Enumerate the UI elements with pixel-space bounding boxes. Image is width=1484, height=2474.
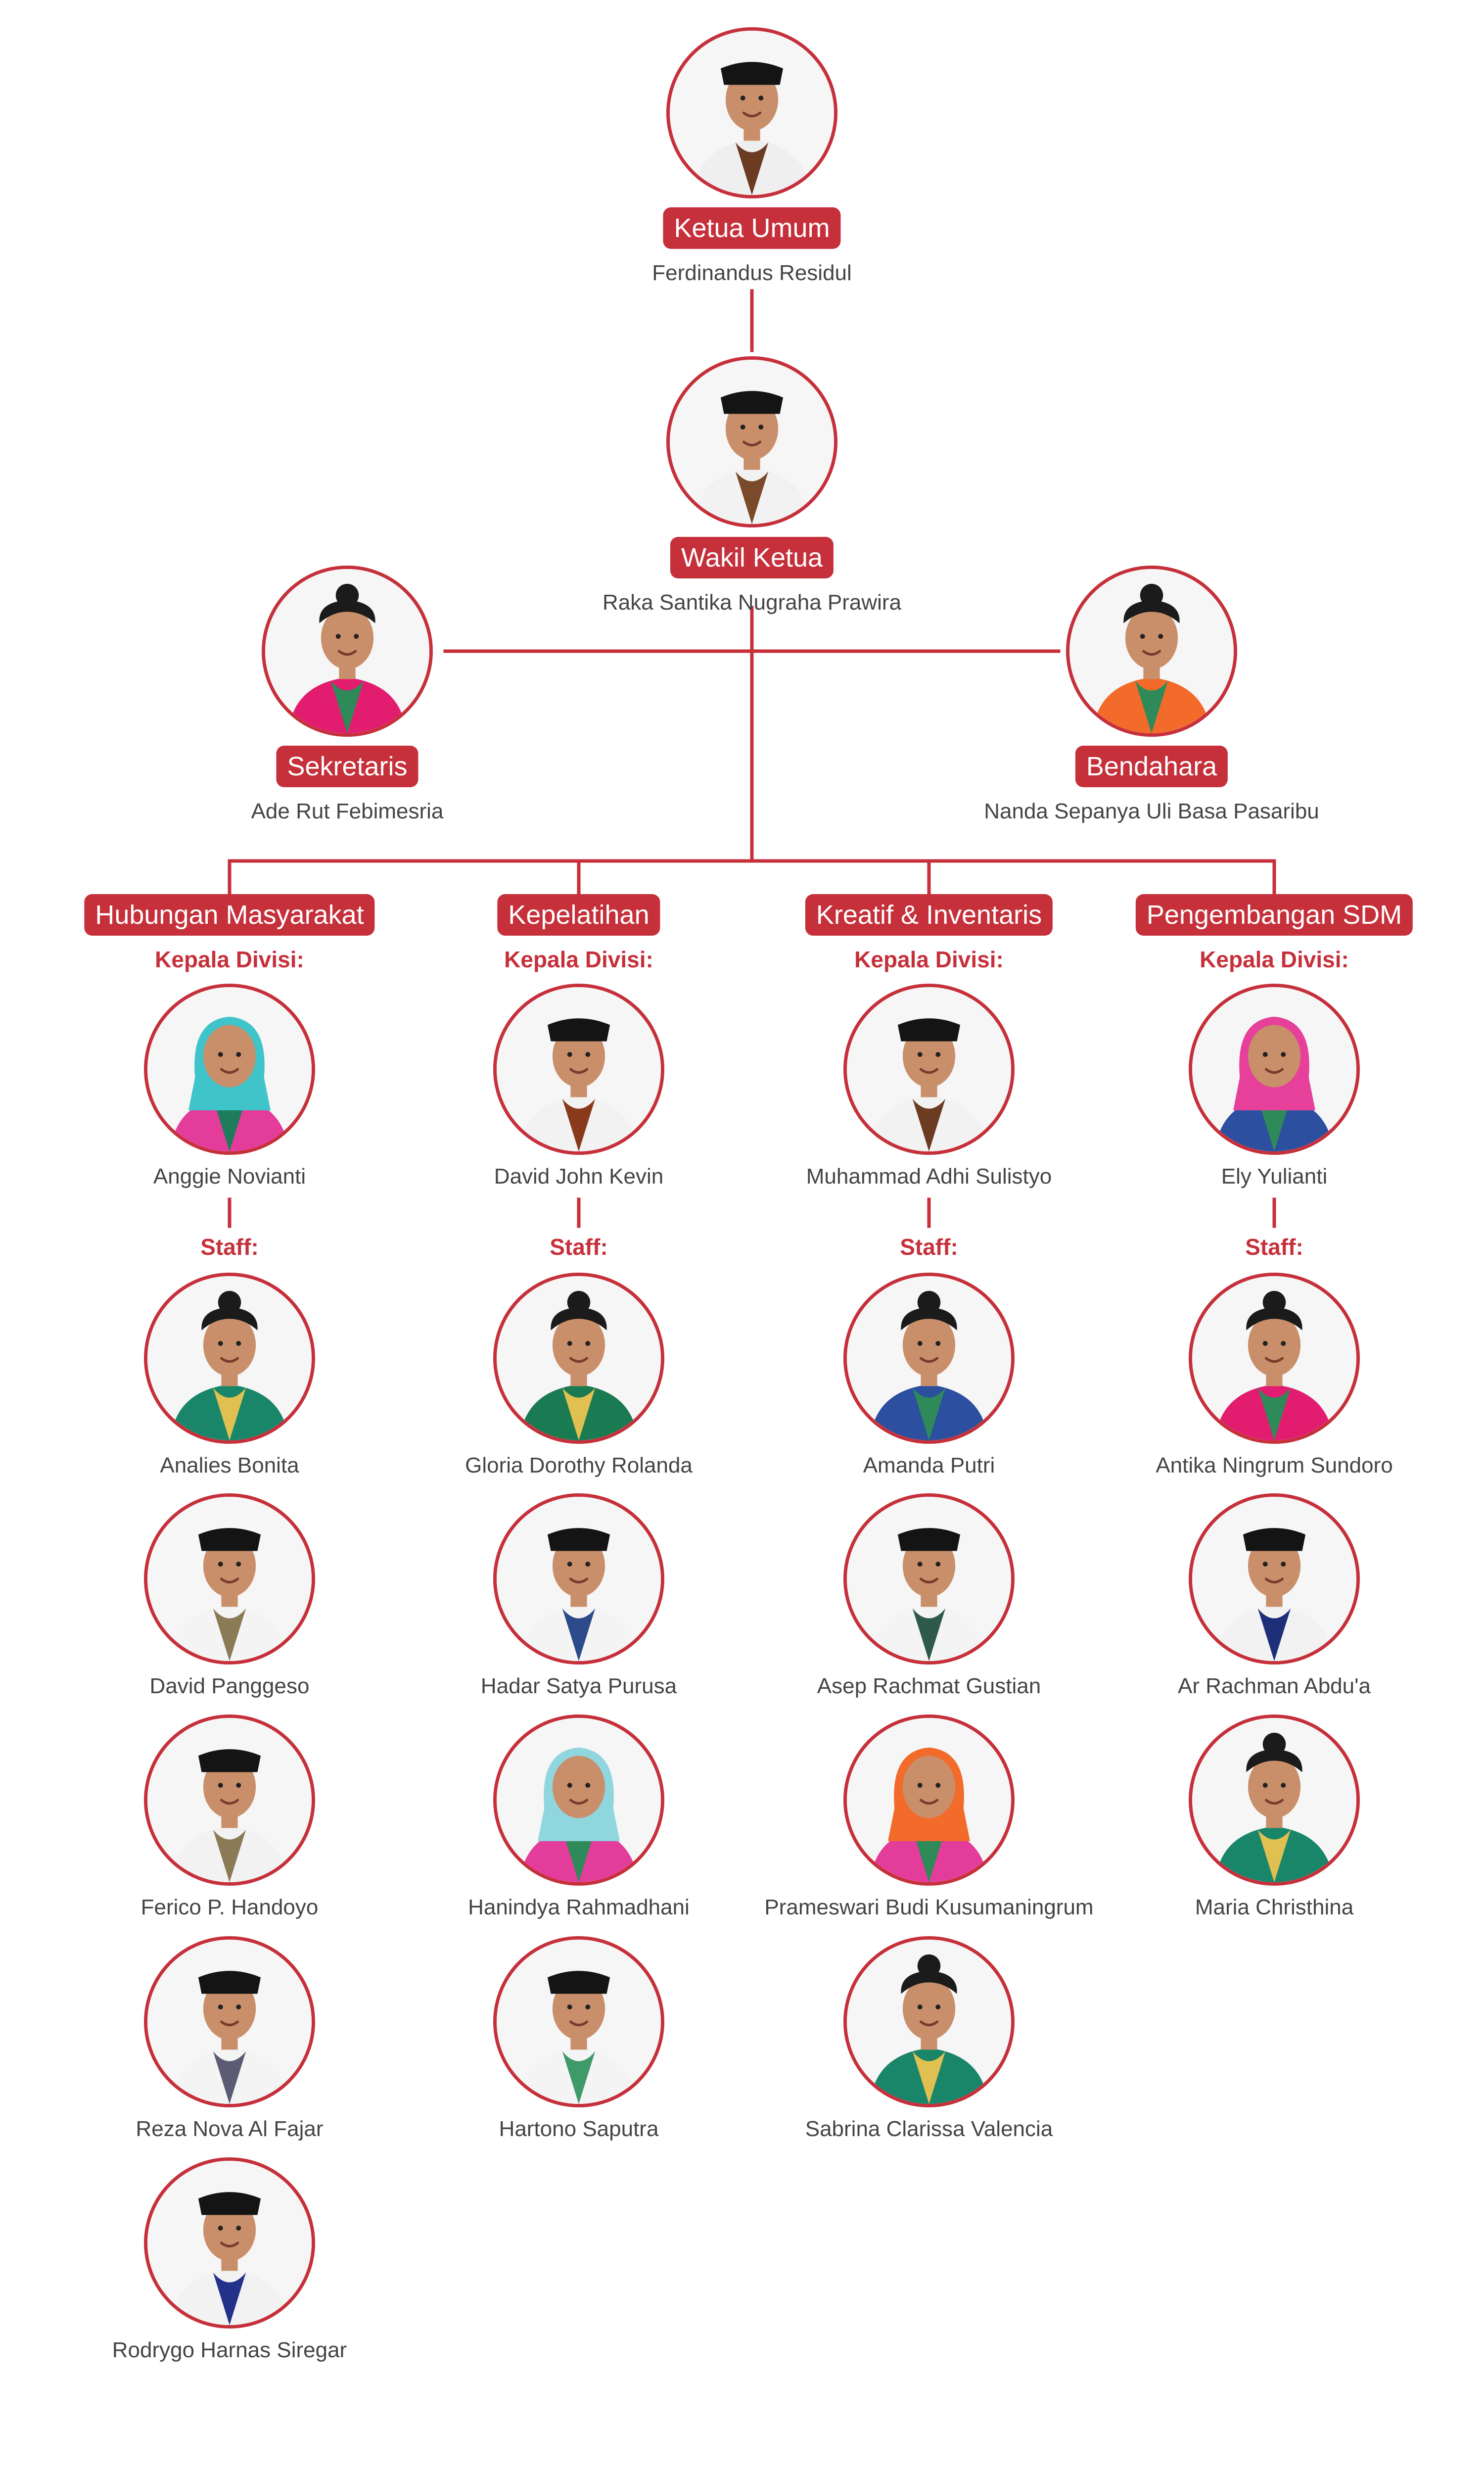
role-badge: Ketua Umum [663, 207, 841, 249]
person-name: Anggie Novianti [153, 1164, 306, 1189]
avatar [1189, 1273, 1360, 1444]
avatar [493, 1936, 664, 2107]
person-name: Gloria Dorothy Rolanda [465, 1453, 693, 1477]
avatar [843, 1273, 1015, 1444]
person-name: Muhammad Adhi Sulistyo [806, 1164, 1052, 1189]
person-name: Antika Ningrum Sundoro [1156, 1453, 1393, 1477]
person-name: Nanda Sepanya Uli Basa Pasaribu [984, 799, 1319, 823]
avatar [1189, 1493, 1360, 1665]
division-title: Pengembangan SDM [1135, 894, 1413, 936]
head-label: Kepala Divisi: [1200, 947, 1349, 972]
head-label: Kepala Divisi: [504, 947, 653, 972]
avatar [1189, 1714, 1360, 1886]
avatar [1189, 984, 1360, 1155]
person-name: Hadar Satya Purusa [480, 1674, 677, 1698]
person-name: Ar Rachman Abdu'a [1178, 1674, 1371, 1698]
avatar [493, 1273, 664, 1444]
avatar [493, 1493, 664, 1665]
person-name: Ferico P. Handoyo [140, 1895, 319, 1919]
person-name: David Panggeso [149, 1674, 310, 1698]
avatar [1066, 566, 1237, 737]
person-name: Prameswari Budi Kusumaningrum [764, 1895, 1094, 1919]
avatar [493, 1714, 664, 1886]
avatar [262, 566, 433, 737]
person-name: Hartono Saputra [499, 2117, 659, 2141]
person-name: Hanindya Rahmadhani [468, 1895, 690, 1919]
division-title: Kepelatihan [497, 894, 660, 936]
avatar [144, 984, 315, 1155]
avatar [144, 2157, 315, 2329]
division-title: Hubungan Masyarakat [84, 894, 375, 936]
avatar [666, 356, 837, 527]
avatar [144, 1273, 315, 1444]
person-name: Ade Rut Febimesria [251, 799, 444, 823]
head-label: Kepala Divisi: [854, 947, 1004, 972]
person-name: Reza Nova Al Fajar [136, 2117, 324, 2141]
avatar [144, 1714, 315, 1886]
avatar [843, 1493, 1015, 1665]
staff-label: Staff: [550, 1234, 608, 1260]
role-badge: Wakil Ketua [670, 537, 834, 578]
staff-label: Staff: [900, 1234, 958, 1260]
person-name: Analies Bonita [160, 1453, 299, 1477]
person-name: Asep Rachmat Gustian [817, 1674, 1041, 1698]
person-name: Raka Santika Nugraha Prawira [602, 590, 902, 615]
staff-label: Staff: [1245, 1234, 1303, 1260]
person-name: David John Kevin [494, 1164, 664, 1189]
avatar [843, 1936, 1015, 2107]
avatar [843, 1714, 1015, 1886]
person-name: Ely Yulianti [1221, 1164, 1328, 1189]
person-name: Amanda Putri [863, 1453, 995, 1477]
person-name: Maria Christhina [1195, 1895, 1354, 1919]
division-title: Kreatif & Inventaris [805, 894, 1053, 936]
role-badge: Bendahara [1075, 746, 1228, 787]
role-badge: Sekretaris [276, 746, 418, 787]
avatar [843, 984, 1015, 1155]
avatar [666, 27, 837, 198]
person-name: Rodrygo Harnas Siregar [112, 2338, 347, 2362]
person-name: Ferdinandus Residul [652, 261, 852, 285]
head-label: Kepala Divisi: [155, 947, 304, 972]
staff-label: Staff: [200, 1234, 259, 1260]
avatar [144, 1493, 315, 1665]
person-name: Sabrina Clarissa Valencia [805, 2117, 1053, 2141]
avatar [493, 984, 664, 1155]
avatar [144, 1936, 315, 2107]
